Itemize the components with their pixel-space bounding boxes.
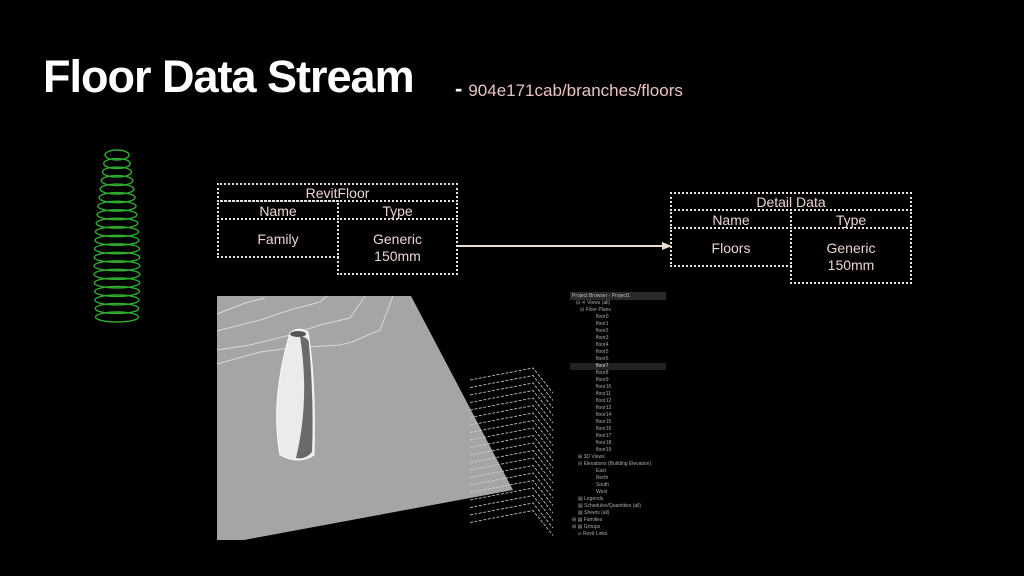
floor-level-line (469, 457, 554, 484)
tree-legends[interactable]: ▤ Legends (578, 496, 604, 502)
tree-3d-views[interactable]: ⊞ 3D Views (578, 454, 605, 460)
floor-level-line (469, 397, 554, 424)
floor-ring (103, 157, 131, 170)
floor-ring (93, 268, 141, 281)
floor-ring (100, 174, 134, 187)
tree-floor-item[interactable]: floor15 (596, 419, 612, 425)
tree-floor-item[interactable]: floor14 (596, 412, 612, 418)
floor-level-line (469, 382, 554, 409)
floor-ring (93, 285, 141, 298)
floor-ring (94, 311, 140, 323)
branch-path: -904e171cab/branches/floors (455, 76, 683, 102)
tree-floor-item[interactable]: floor10 (596, 384, 612, 390)
tree-floor-item[interactable]: floor1 (596, 321, 609, 327)
floor-ring (94, 302, 140, 315)
tree-floor-item[interactable]: floor6 (596, 356, 609, 362)
floor-level-line (469, 480, 554, 506)
floor-ring (94, 234, 140, 246)
tree-groups[interactable]: ⊞ ▤ Groups (572, 524, 601, 530)
tree-floor-item[interactable]: floor0 (596, 314, 609, 320)
tree-floor-item[interactable]: floor16 (596, 426, 612, 432)
tree-families[interactable]: ⊞ ▤ Families (572, 517, 603, 523)
floor-ring (98, 191, 136, 204)
tree-floor-item[interactable]: floor7 (570, 363, 666, 370)
tree-elevation-item[interactable]: North (596, 475, 609, 481)
title-separator: - (455, 76, 463, 101)
ground-plane (217, 296, 513, 540)
tree-floor-item[interactable]: floor5 (596, 349, 609, 355)
tree-floor-item[interactable]: floor12 (596, 398, 612, 404)
floor-level-line (469, 502, 554, 529)
tree-sheets[interactable]: ▤ Sheets (all) (578, 510, 610, 516)
branch-path-text: 904e171cab/branches/floors (468, 81, 683, 100)
floor-ring (104, 149, 130, 161)
tree-floor-item[interactable]: floor13 (596, 405, 612, 411)
tree-elevation-item[interactable]: East (596, 468, 607, 474)
floor-level-line (469, 465, 554, 491)
floor-ring (99, 183, 135, 195)
tree-floor-item[interactable]: floor3 (596, 335, 609, 341)
tree-floor-item[interactable]: floor17 (596, 433, 612, 439)
floor-level-line (469, 390, 554, 416)
project-browser-title: Project Browser - Project1 (570, 292, 666, 300)
tree-floor-item[interactable]: floor2 (596, 328, 609, 334)
floor-level-line (469, 367, 554, 394)
tree-revit-links[interactable]: ∞ Revit Links (578, 531, 608, 537)
tree-floor-item[interactable]: floor18 (596, 440, 612, 446)
floor-level-line (469, 435, 554, 461)
tree-floor-plans[interactable]: ⊟ Floor Plans (580, 307, 611, 313)
tree-floor-item[interactable]: floor19 (596, 447, 612, 453)
floor-level-line (469, 375, 554, 401)
tower-model (276, 328, 315, 461)
floor-ring (93, 277, 141, 289)
floor-ring (101, 166, 133, 178)
tree-floor-item[interactable]: floor9 (596, 377, 609, 383)
floor-level-line (469, 450, 554, 476)
floor-level-line (469, 495, 554, 521)
floor-ring (93, 243, 141, 255)
floor-ring (96, 208, 138, 221)
tree-floor-item[interactable]: floor8 (596, 370, 609, 376)
floor-level-line (469, 412, 554, 439)
arrow-head-icon (662, 242, 672, 250)
tree-elevation-item[interactable]: West (596, 489, 608, 495)
floor-ring (97, 200, 137, 212)
floor-ring (93, 251, 141, 264)
tree-schedules[interactable]: ▤ Schedules/Quantities (all) (578, 503, 642, 509)
floor-level-lines (469, 367, 554, 536)
floor-ring (95, 217, 139, 229)
tree-floor-item[interactable]: floor4 (596, 342, 609, 348)
floor-ring (93, 260, 141, 272)
floor-level-line (469, 510, 554, 536)
page-title: Floor Data Stream (43, 51, 415, 102)
tree-floor-item[interactable]: floor11 (596, 391, 611, 397)
floor-level-line (469, 442, 554, 469)
tree-elevation-item[interactable]: South (596, 482, 610, 488)
tree-views[interactable]: ⊟ ✕ Views (all) (576, 300, 611, 306)
floor-level-line (469, 405, 554, 431)
floor-ring (94, 226, 140, 238)
floor-level-line (469, 472, 554, 499)
floor-level-line (469, 420, 554, 446)
tree-elevations[interactable]: ⊟ Elevations (Building Elevation) (578, 461, 652, 467)
floor-level-line (469, 487, 554, 514)
floor-level-line (469, 427, 554, 454)
project-browser: Project Browser - Project1 ⊟ ✕ Views (al… (570, 292, 666, 542)
floor-ring (94, 294, 140, 306)
